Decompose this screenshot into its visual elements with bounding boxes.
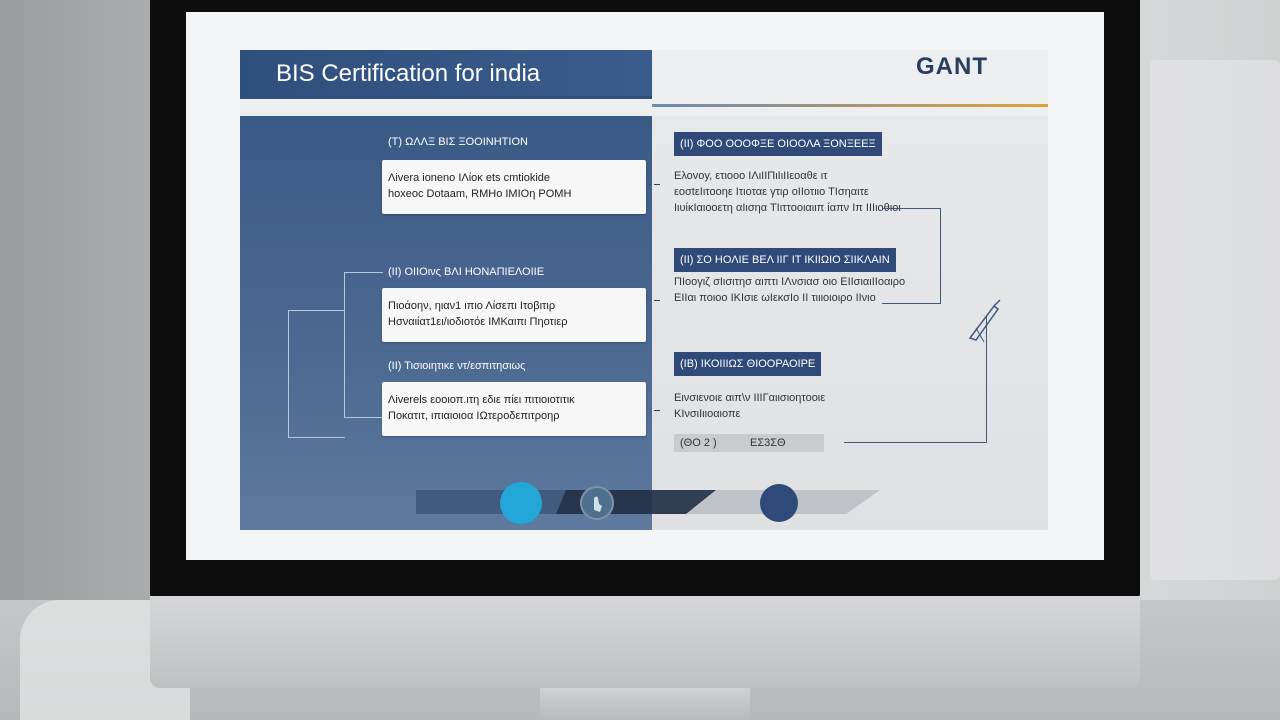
detail-1-heading: (ΙΙ) ΦΟΟ ΟΟΟΦΞΕ ΟΙΟΟΛΑ ΞΟΝΞΕΕΞ [674,132,882,156]
step-2-line-2: Ησναιίατ1ει/ιοδιοτόε ΙΜΚαιπι Πηοτιερ [388,316,568,328]
connector-line [288,310,345,438]
step-1-line-2: hoxeoc Dotaam, RMHo ΙΜΙΟη ΡΟΜΗ [388,188,572,200]
step-3-line-1: Λiverels εοοιοπ.ιτη εδιε πίει πιτιοιοτιτ… [388,394,575,406]
step-1-heading: (T) ΩΛΛΞ ΒΙΣ ΞΟΟΙΝΗΤΙΟΝ [388,136,528,148]
arrow-marker [654,300,660,301]
monitor-stand [540,688,750,720]
step-dot-active[interactable] [500,482,542,524]
title-bar: BIS Certification for india [240,50,652,96]
hand-icon [594,496,602,512]
detail-1-line-1: Ελοvoy, ετιοοο ΙΛιΙΙΠιΙιΙΙεοαθε ιτ [674,170,828,182]
connector-line [844,316,987,443]
arrow-marker [654,410,660,411]
detail-3-heading: (ΙΒ) ΙΚΟΙΙΙΩΣ ΘΙΟΟΡΑΟΙΡΕ [674,352,822,376]
background-window [1150,60,1280,580]
step-1-line-1: Λivera ioneno ΙΛίοκ ets cmtiokide [388,172,551,184]
brand-logo: GANT [916,53,988,80]
step-3-heading: (ΙΙ) Τισιοιητικε ντ/εσπιτησιως [388,360,526,372]
step-2-line-1: Πιοάοην, ηιαν1 ιπιο Λίσεπι Ιτοβιτιρ [388,300,556,312]
connector-line [882,208,941,304]
detail-1-line-2: εοσtεΙιτοοηε Ιτιοταε γτιρ οΙΙοτιιο ΤΙσηα… [674,186,869,198]
step-2-box[interactable]: Πιοάοην, ηιαν1 ιπιο Λίσεπι Ιτοβιτιρ Ησνα… [382,288,646,342]
detail-3-line-2: ΚΙνσιΙιιοαιοπε [674,408,741,420]
monitor-chin [150,596,1140,688]
connector-line [344,272,383,418]
field-value: ΕΣ3ΣΘ [750,437,786,449]
pen-icon [968,299,1001,343]
detail-2-line-1: ΠΙοογιζ σΙισιτησ αιπτι ΙΛνσιασ οιο ΕΙΙσι… [674,276,906,288]
detail-2-line-2: ΕΙΙαι ποιοο ΙΚΙσιε ωΙεκσΙο ΙΙ τιιιοιοιρο… [674,292,876,304]
detail-3-field[interactable]: (ΘΟ 2 ) ΕΣ3ΣΘ [674,434,824,452]
header-rule [652,104,1048,107]
presentation-slide: BIS Certification for india GANT (T) ΩΛΛ… [240,50,1048,530]
monitor-screen: BIS Certification for india GANT (T) ΩΛΛ… [186,12,1104,560]
step-dot-hand[interactable] [580,486,614,520]
process-steps-panel: (T) ΩΛΛΞ ΒΙΣ ΞΟΟΙΝΗΤΙΟΝ Λivera ioneno ΙΛ… [240,116,652,530]
step-3-box[interactable]: Λiverels εοοιοπ.ιτη εδιε πίει πιτιοιοτιτ… [382,382,646,436]
detail-3-line-1: Εινσιενοιε αιπ\ν ΙΙΙΓαιισιοητοοιε [674,392,826,404]
detail-2-heading: (ΙΙ) ΣΟ ΗΟΛΙΕ ΒΕΛ ΙΙΓ ΙΤ ΙΚΙΙΩΙΟ ΣΙΙΚΛΑΙ… [674,248,896,272]
step-dot-navy[interactable] [760,484,798,522]
field-label: (ΘΟ 2 ) [680,437,717,449]
step-3-line-2: Ποκατιτ, ιπιαιοιοα ΙΩτεροδεπιτροηρ [388,410,560,422]
progress-band [416,490,880,514]
title-underline [240,96,652,99]
slide-title: BIS Certification for india [276,60,541,87]
arrow-marker [654,184,660,185]
step-1-box[interactable]: Λivera ioneno ΙΛίοκ ets cmtiokide hoxeoc… [382,160,646,214]
detail-1-line-3: ΙιυίκΙαιοοετη αΙισηα ΤΙιττοοιαιιπ ίαπν Ι… [674,202,901,214]
step-2-heading: (ΙΙ) ΟΙΙΟινς ΒΛΙ ΗΟΝΑΠΙΕΛΟΙΙΕ [388,266,545,278]
